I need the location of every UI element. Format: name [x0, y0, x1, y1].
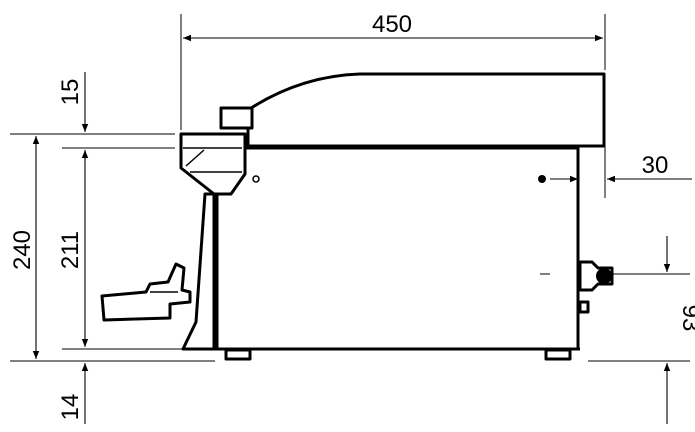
front-column [181, 192, 216, 351]
dim-label-240: 240 [9, 230, 36, 270]
dim-label-14: 14 [57, 394, 84, 421]
dim-body-height: 211 [57, 150, 182, 350]
foot-front [224, 348, 252, 361]
valve-knob [596, 268, 612, 284]
screw-front [252, 175, 260, 183]
dim-lid-step: 15 [57, 72, 175, 160]
dim-overall-height: 240 [9, 133, 215, 362]
lid-handle [219, 106, 254, 130]
dim-label-450: 450 [372, 11, 412, 38]
dim-overall-width: 450 [180, 11, 606, 130]
rear-fitting [578, 300, 590, 314]
fryer-outline [100, 72, 614, 361]
dim-label-93: 93 [677, 305, 695, 332]
dim-valve-height: 93 [588, 236, 695, 424]
drain-spout [100, 262, 192, 322]
dim-label-30: 30 [642, 152, 669, 179]
dim-label-15: 15 [57, 79, 84, 106]
front-hopper [179, 132, 247, 196]
foot-rear [544, 348, 572, 361]
fryer-lid [246, 72, 606, 150]
dim-knob-offset: 30 [550, 146, 692, 198]
fryer-body [215, 146, 580, 351]
dim-label-211: 211 [57, 231, 84, 269]
screw-rear [538, 175, 546, 183]
dim-foot-height: 14 [57, 363, 89, 424]
